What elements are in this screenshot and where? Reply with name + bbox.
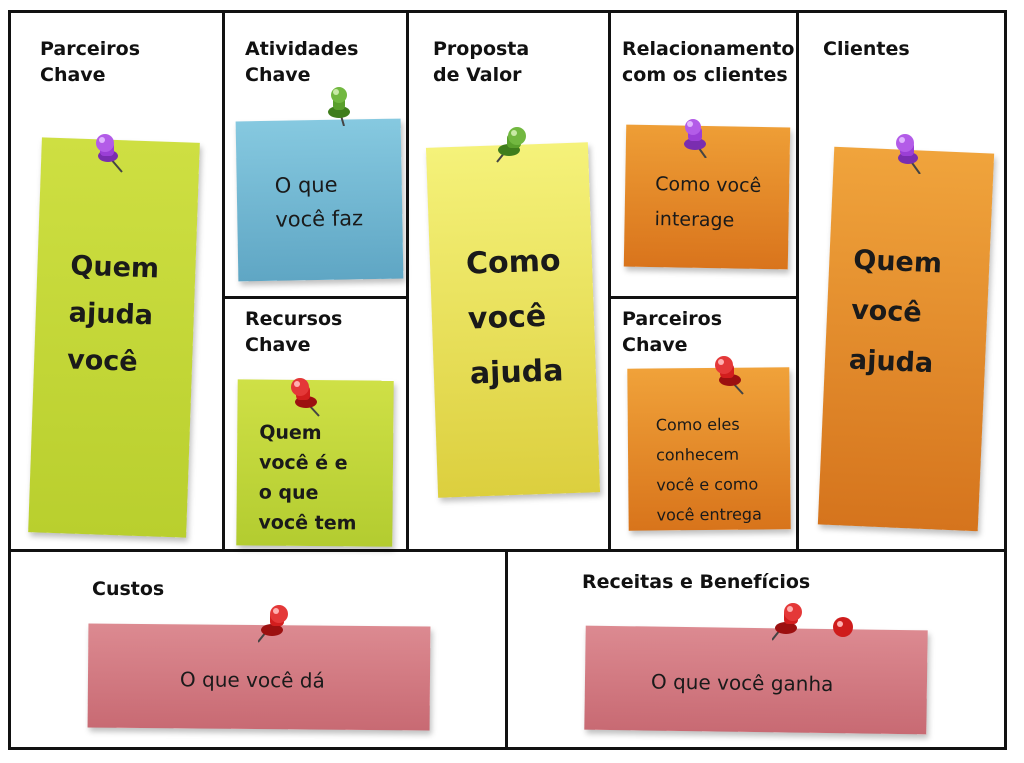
pushpin-red-icon [258, 605, 288, 643]
value-proposition-title: Proposta de Valor [433, 38, 530, 86]
channels-title: Parceiros Chave [622, 308, 723, 356]
pushpin-purple-icon [96, 134, 123, 173]
grid-v1 [222, 10, 225, 551]
note-text-relationship: Como você interage [654, 173, 762, 232]
grid-outer-right [1004, 10, 1007, 750]
pushpin-head-red-icon [833, 617, 853, 637]
pushpin-red-icon [772, 603, 802, 641]
relationship-title: Relacionamento com os clientes [622, 38, 795, 86]
pushpin-green-icon [496, 127, 526, 163]
sticky-note-channels: Como eles conhecem você e como você entr… [627, 367, 791, 531]
grid-v4 [796, 10, 799, 551]
note-text-value: Como você ajuda [465, 243, 565, 392]
pushpin-purple-icon [896, 134, 921, 174]
grid-split-activities [222, 296, 408, 299]
resources-title: Recursos Chave [245, 308, 343, 356]
note-text-partners: Quem ajuda você [66, 250, 160, 378]
grid-v3 [608, 10, 611, 551]
note-text-revenue: O que você ganha [650, 669, 834, 697]
grid-v2 [406, 10, 409, 551]
grid-outer-top [8, 10, 1007, 13]
revenue-title: Receitas e Benefícios [582, 571, 811, 593]
note-text-costs: O que você dá [179, 667, 325, 693]
pushpin-purple-icon [684, 119, 707, 158]
pushpin-red-icon [715, 356, 744, 395]
grid-v-bottom [505, 549, 508, 750]
sticky-note-partners: Quem ajuda você [28, 137, 200, 538]
pushpin-green-icon [328, 87, 350, 126]
sticky-note-activities: O que você faz [235, 118, 404, 282]
customers-title: Clientes [823, 38, 910, 60]
grid-outer-left [8, 10, 11, 750]
partners-title: Parceiros Chave [40, 38, 141, 86]
note-text-activities: O que você faz [274, 172, 364, 232]
sticky-note-customers: Quem você ajuda [817, 146, 995, 532]
pushpin-red-icon [291, 378, 320, 417]
note-text-customers: Quem você ajuda [848, 244, 943, 380]
note-text-channels: Como eles conhecem você e como você entr… [655, 414, 762, 525]
sticky-note-revenue: O que você ganha [584, 625, 928, 735]
grid-split-relationship [608, 296, 798, 299]
sticky-note-value: Como você ajuda [425, 142, 601, 498]
costs-title: Custos [92, 578, 165, 600]
activities-title: Atividades Chave [245, 38, 359, 86]
note-text-resources: Quem você é e o que você tem [258, 421, 357, 535]
